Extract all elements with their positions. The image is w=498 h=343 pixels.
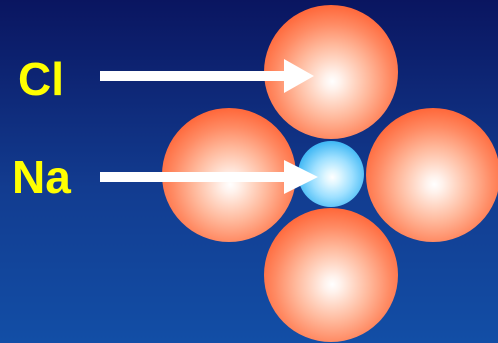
sodium-label: Na <box>12 151 71 203</box>
sodium-arrow <box>100 160 318 194</box>
chloride-ion-bottom <box>264 208 398 342</box>
chloride-ion-right <box>366 108 498 242</box>
chloride-arrow <box>100 59 314 93</box>
chloride-label: Cl <box>18 53 64 105</box>
